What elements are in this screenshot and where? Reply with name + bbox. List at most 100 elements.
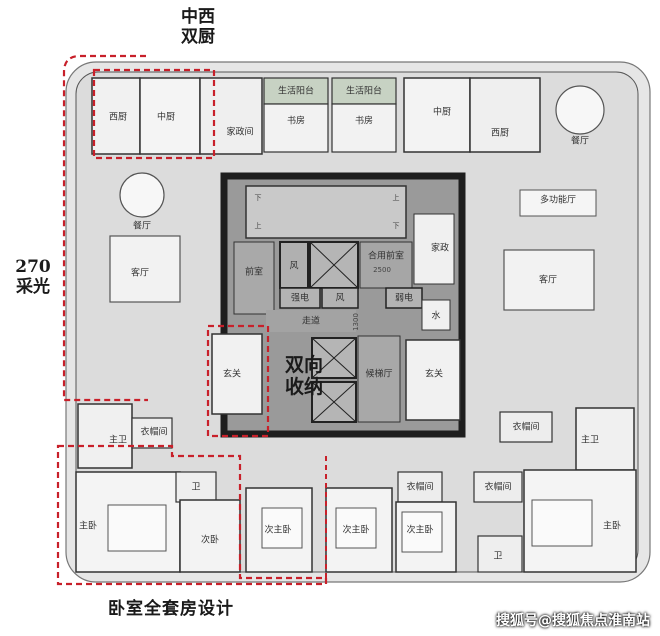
core-lift-hall: [357, 335, 401, 423]
sofa-l: [109, 235, 181, 303]
label-stair-down-1: 下: [255, 194, 262, 202]
core-strong-elec: [279, 287, 321, 309]
room-foyer-r: [405, 339, 461, 421]
label-study-2: 书房: [355, 115, 373, 127]
label-foyer-l: 玄关: [223, 368, 241, 380]
label-study-1: 书房: [287, 115, 305, 127]
label-cloak-l: 衣帽间: [140, 426, 167, 438]
annotation-light: 270 采光: [8, 257, 58, 297]
label-dining-r: 餐厅: [571, 135, 589, 147]
core-shaft-1: [279, 241, 309, 289]
core-weak-elec: [385, 287, 423, 309]
core-stair: [245, 185, 407, 239]
label-master-bed-l: 主卧: [79, 520, 97, 532]
label-wind-1: 风: [289, 261, 298, 272]
room-west-kitchen-r: [469, 77, 541, 153]
label-corridor: 走道: [302, 315, 320, 327]
core-shared-front: [359, 241, 413, 289]
label-strong-elec: 强电: [291, 292, 309, 304]
dining-table-r: [555, 85, 605, 135]
label-west-kitchen: 西厨: [109, 112, 127, 123]
core-shaft-2: [321, 287, 359, 309]
core-front-room: [233, 241, 275, 315]
label-wind-2: 风: [335, 293, 344, 304]
room-bath-r: [477, 535, 523, 573]
label-second-master-3: 次主卧: [406, 524, 433, 536]
label-master-bath-r: 主卫: [581, 434, 599, 446]
lift-cross: [311, 381, 357, 423]
annotation-suite: 卧室全套房设计: [108, 599, 234, 620]
label-living-l: 客厅: [131, 267, 149, 279]
label-dim-2: 1300: [352, 313, 360, 331]
annotation-suite-text: 卧室全套房设计: [108, 599, 234, 619]
label-foyer-r: 玄关: [425, 368, 443, 380]
annotation-storage: 双向 收纳: [274, 354, 334, 399]
room-cloak-m: [397, 471, 443, 503]
room-cloak-r2: [473, 471, 523, 503]
label-shared-front: 合用前室: [368, 250, 404, 262]
room-master-bath-r: [575, 407, 635, 471]
watermark: 搜狐号@搜狐焦点淮南站: [496, 613, 650, 629]
label-housekeeping: 家政间: [226, 126, 253, 138]
annotation-storage-text: 双向 收纳: [284, 354, 323, 398]
room-foyer-l: [211, 333, 263, 415]
room-cloak-r: [499, 411, 553, 443]
bed-l: [107, 504, 167, 552]
bed-1: [261, 507, 303, 549]
dining-table-l: [119, 172, 165, 218]
label-stair-up-2: 上: [393, 193, 400, 202]
label-balcony-2: 生活阳台: [346, 85, 382, 97]
label-chinese-kitchen: 中厨: [157, 111, 175, 123]
room-master-bath-l: [77, 403, 133, 469]
label-master-bed-r: 主卧: [603, 520, 621, 532]
dash-kitchen: [92, 68, 216, 160]
label-chinese-kitchen-r: 中厨: [433, 106, 451, 118]
annotation-light-text: 270 采光: [15, 257, 51, 297]
label-cloak-r2: 衣帽间: [484, 481, 511, 493]
dash-suite: [56, 444, 328, 586]
bed-2: [335, 507, 377, 549]
room-bath-l: [175, 471, 217, 503]
label-bath-r: 卫: [493, 552, 502, 562]
room-cloak-l: [131, 417, 173, 449]
lift-cross: [311, 337, 357, 379]
bed-3: [401, 511, 443, 553]
room-study-1: [263, 103, 329, 153]
label-front-room: 前室: [245, 266, 263, 278]
label-weak-elec: 弱电: [395, 292, 413, 304]
label-housekeeping-r: 家政: [431, 242, 449, 254]
label-balcony-1: 生活阳台: [278, 85, 314, 97]
dash-light: [62, 54, 148, 402]
label-stair-down-2: 下: [393, 222, 400, 230]
label-stair-up-1: 上: [255, 221, 262, 230]
room-second-bed-l: [179, 499, 241, 573]
label-second-master-2: 次主卧: [342, 524, 369, 536]
label-lift-hall: 候梯厅: [365, 368, 392, 380]
label-bath-l: 卫: [191, 483, 200, 493]
room-housekeeping: [199, 77, 263, 155]
label-living-r: 客厅: [539, 274, 557, 286]
bed-r: [531, 499, 593, 547]
annotation-kitchen-text: 中西 双厨: [181, 7, 215, 47]
room-study-2: [331, 103, 397, 153]
label-water: 水: [431, 310, 440, 322]
room-chinese-kitchen-r: [403, 77, 471, 153]
core-housekeeping: [413, 213, 455, 285]
label-dining-l: 餐厅: [133, 220, 151, 232]
core-water: [421, 299, 451, 331]
label-master-bath-l: 主卫: [109, 434, 127, 446]
label-cloak-m: 衣帽间: [406, 481, 433, 493]
multi-hall-table: [519, 189, 597, 217]
label-multi-hall: 多功能厅: [540, 194, 576, 206]
dash-storage: [206, 324, 270, 438]
room-balcony-1: [263, 77, 329, 105]
label-second-master-1: 次主卧: [264, 524, 291, 536]
sofa-r: [503, 249, 595, 311]
label-dim-1: 2500: [373, 266, 391, 274]
annotation-kitchen: 中西 双厨: [168, 7, 228, 47]
lift-cross: [309, 241, 359, 289]
label-cloak-r: 衣帽间: [512, 421, 539, 433]
label-west-kitchen-r: 西厨: [491, 128, 509, 139]
core-corridor: [266, 310, 356, 332]
